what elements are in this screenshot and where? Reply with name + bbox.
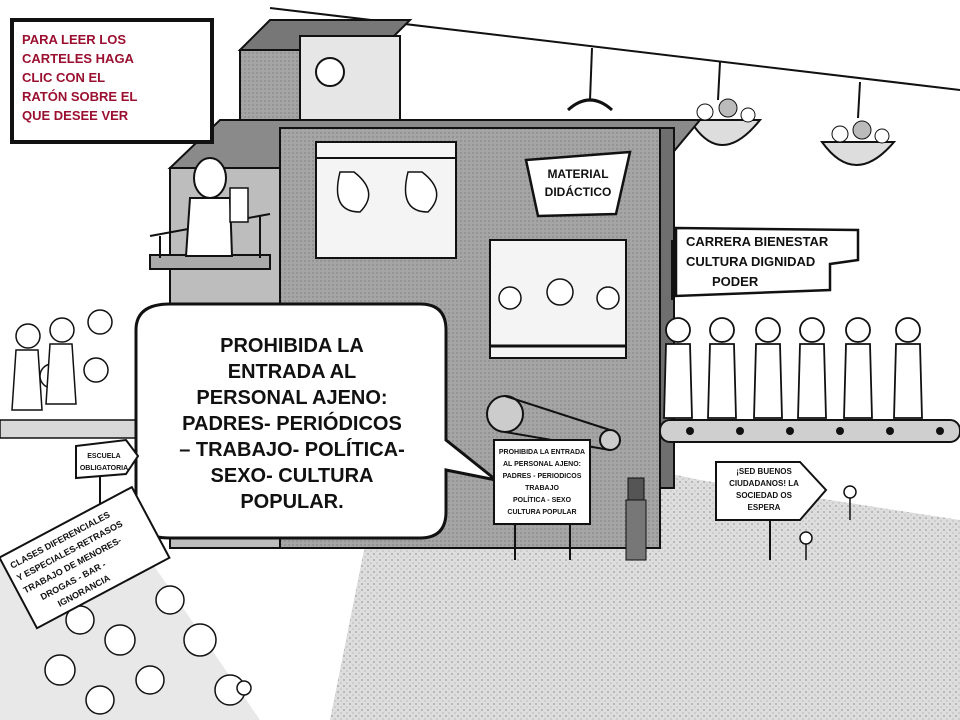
gear-small	[599, 429, 621, 451]
conveyor-belt	[659, 419, 960, 443]
bubble-line-3: PERSONAL AJENO:	[196, 387, 388, 409]
instruction-line-4: RATÓN SOBRE EL	[22, 89, 138, 104]
bubble-line-7: POPULAR.	[240, 491, 344, 513]
sign-prohibida-entrada[interactable]: PROHIBIDA LA ENTRADA AL PERSONAL AJENO: …	[493, 439, 591, 560]
sign-ciudadanos-line-3: SOCIEDAD OS	[736, 491, 793, 500]
upper-cabin	[237, 19, 413, 131]
bubble-line-6: SEXO- CULTURA	[210, 465, 374, 487]
sign-material-line-2: DIDÁCTICO	[545, 184, 612, 199]
bubble-line-5: – TRABAJO- POLÍTICA-	[179, 439, 405, 461]
sign-ciudadanos-line-1: ¡SED BUENOS	[736, 467, 792, 476]
sign-ciudadanos-line-2: CIUDADANOS! LA	[729, 479, 799, 488]
speech-bubble	[134, 302, 497, 540]
instruction-note: PARA LEER LOS CARTELES HAGA CLIC CON EL …	[10, 18, 214, 144]
sign-material-didactico[interactable]: MATERIAL DIDÁCTICO	[524, 150, 632, 218]
sign-prohibida-line-5: POLÍTICA - SEXO	[513, 495, 572, 504]
sign-escuela-line-1: ESCUELA	[87, 453, 120, 460]
bubble-line-2: ENTRADA AL	[227, 361, 357, 383]
instruction-line-2: CARTELES HAGA	[22, 51, 134, 66]
speech-bubble-text: PROHIBIDA LA ENTRADA AL PERSONAL AJENO: …	[146, 324, 438, 524]
gear-large	[486, 395, 524, 433]
sign-prohibida-line-3: PADRES - PERIODICOS	[503, 473, 582, 480]
sign-prohibida-line-4: TRABAJO	[525, 485, 559, 492]
instruction-line-5: QUE DESEE VER	[22, 108, 129, 123]
flower-decoration	[236, 485, 857, 696]
sign-carrera-line-1: CARRERA BIENESTAR	[686, 234, 829, 249]
bubble-line-4: PADRES- PERIÓDICOS	[182, 413, 402, 435]
sign-carrera-bienestar[interactable]: CARRERA BIENESTAR CULTURA DIGNIDAD PODER	[671, 226, 860, 300]
instruction-line-1: PARA LEER LOS	[22, 32, 127, 47]
sign-prohibida-line-1: PROHIBIDA LA ENTRADA	[499, 449, 585, 456]
sign-carrera-line-3: PODER	[712, 274, 759, 289]
hanging-basket-1	[688, 61, 763, 146]
sign-material-line-1: MATERIAL	[547, 167, 608, 181]
sign-prohibida-line-6: CULTURA POPULAR	[507, 509, 576, 516]
sign-escuela-obligatoria[interactable]: ESCUELA OBLIGATORIA	[75, 438, 140, 520]
sign-prohibida-line-2: AL PERSONAL AJENO:	[503, 461, 581, 468]
sign-escuela-line-2: OBLIGATORIA	[80, 465, 128, 472]
instruction-line-3: CLIC CON EL	[22, 70, 106, 85]
supervisor-balcony	[149, 157, 271, 270]
sign-sed-buenos-ciudadanos[interactable]: ¡SED BUENOS CIUDADANOS! LA SOCIEDAD OS E…	[715, 461, 828, 560]
sign-ciudadanos-line-4: ESPERA	[748, 503, 781, 512]
bubble-line-1: PROHIBIDA LA	[220, 335, 364, 357]
uniform-children	[663, 317, 923, 419]
sign-carrera-line-2: CULTURA DIGNIDAD	[686, 254, 815, 269]
hanging-basket-2	[820, 81, 897, 166]
